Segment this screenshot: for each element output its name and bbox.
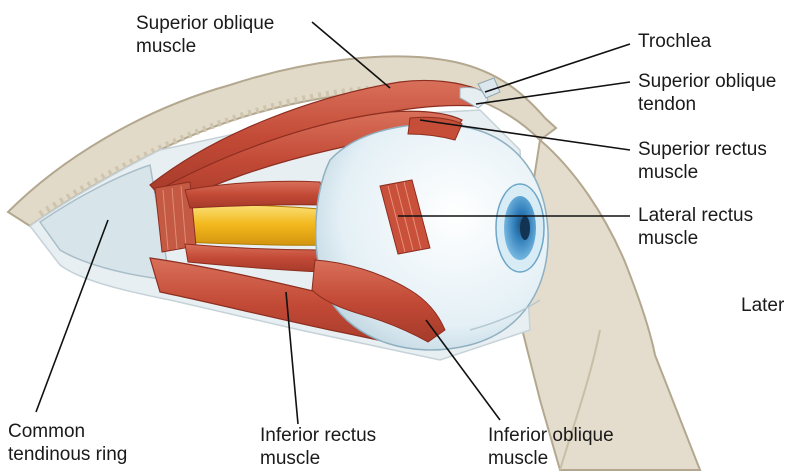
label-superior-rectus: Superior rectus muscle: [638, 138, 767, 184]
pupil: [520, 216, 530, 240]
label-superior-oblique-tendon: Superior oblique tendon: [638, 70, 776, 116]
label-inferior-oblique: Inferior oblique muscle: [488, 424, 614, 470]
label-trochlea: Trochlea: [638, 30, 711, 53]
label-inferior-rectus: Inferior rectus muscle: [260, 424, 376, 470]
label-superior-oblique-muscle: Superior oblique muscle: [136, 12, 274, 58]
optic-nerve: [180, 204, 330, 245]
label-lateral-view: Later: [741, 294, 801, 317]
label-common-tendinous-ring: Common tendinous ring: [8, 420, 127, 466]
label-lateral-rectus: Lateral rectus muscle: [638, 204, 753, 250]
lateral-orbit-bone: [515, 140, 700, 470]
